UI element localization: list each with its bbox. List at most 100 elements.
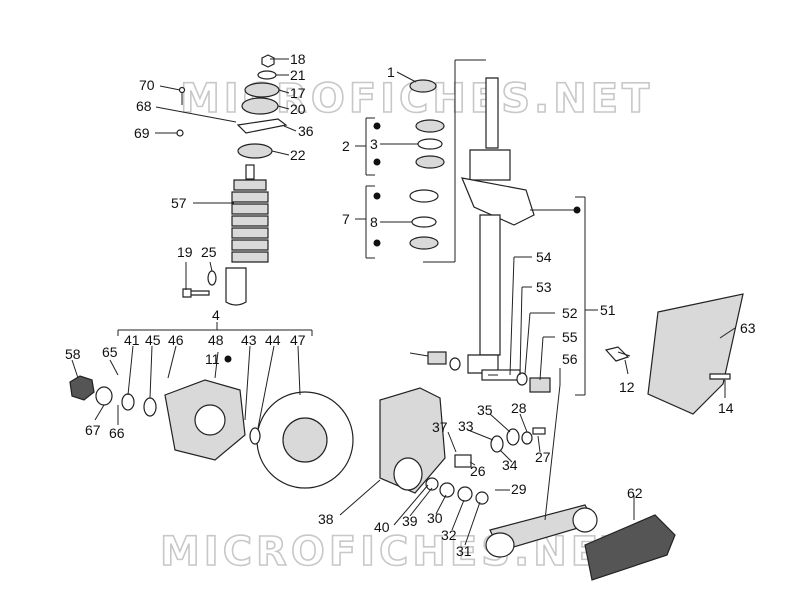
bearing-44 xyxy=(249,427,261,445)
bolt-19 xyxy=(182,288,210,298)
callout-62: 62 xyxy=(627,485,643,501)
bearing-67 xyxy=(95,386,113,406)
callout-2: 2 xyxy=(342,138,350,154)
washer-33 xyxy=(490,435,504,453)
callout-34: 34 xyxy=(502,457,518,473)
callout-1: 1 xyxy=(387,64,395,80)
callout-70: 70 xyxy=(139,77,155,93)
nut-69 xyxy=(176,129,184,137)
bolt-70-head xyxy=(178,86,186,94)
callout-17: 17 xyxy=(290,85,306,101)
screw-14 xyxy=(709,373,731,380)
callout-58: 58 xyxy=(65,346,81,362)
callout-7: 7 xyxy=(342,211,350,227)
callout-3: 3 xyxy=(370,136,378,152)
swingarm-eye-left xyxy=(485,532,515,558)
callout-53: 53 xyxy=(536,279,552,295)
callout-35: 35 xyxy=(477,402,493,418)
callout-44: 44 xyxy=(265,332,281,348)
bushing-55 xyxy=(529,377,551,393)
washer-21 xyxy=(257,70,277,80)
callout-52: 52 xyxy=(562,305,578,321)
bushing-17 xyxy=(244,82,280,98)
callout-18: 18 xyxy=(290,51,306,67)
callout-22: 22 xyxy=(290,147,306,163)
bracket-36 xyxy=(236,118,288,134)
spring-57 xyxy=(231,164,269,263)
callout-26: 26 xyxy=(470,463,486,479)
washer-39 xyxy=(425,477,439,491)
steering-column xyxy=(485,77,499,149)
callout-43: 43 xyxy=(241,332,257,348)
watermark-bottom: MICROFICHES.NET xyxy=(160,529,633,575)
callout-46: 46 xyxy=(168,332,184,348)
callout-45: 45 xyxy=(145,332,161,348)
brake-disc-center xyxy=(282,417,328,463)
washer-30 xyxy=(439,482,455,498)
caliper-and-swingarm xyxy=(379,387,676,581)
callout-66: 66 xyxy=(109,425,125,441)
callout-68: 68 xyxy=(136,98,152,114)
washer-31 xyxy=(475,491,489,505)
spacer-45 xyxy=(143,397,157,417)
cover-62 xyxy=(584,514,676,581)
callout-28: 28 xyxy=(511,400,527,416)
callout-29: 29 xyxy=(511,481,527,497)
nut-18 xyxy=(261,54,275,68)
callout-21: 21 xyxy=(290,67,306,83)
callout-40: 40 xyxy=(374,519,390,535)
washer-28 xyxy=(521,431,533,445)
callout-19: 19 xyxy=(177,244,193,260)
callout-11: 11 xyxy=(205,351,220,367)
callout-14: 14 xyxy=(718,400,734,416)
swingarm-eye-right xyxy=(572,507,598,533)
seal-41 xyxy=(121,393,135,411)
bolt-27 xyxy=(532,427,546,435)
bushing-20 xyxy=(241,97,279,115)
steering-head xyxy=(469,149,511,181)
washer-35 xyxy=(506,428,520,446)
callout-labels: 18 21 17 20 36 22 70 68 69 57 19 25 4 1 … xyxy=(65,51,756,559)
wheel-hub-group xyxy=(69,375,354,489)
callout-33: 33 xyxy=(458,418,474,434)
callout-27: 27 xyxy=(535,449,551,465)
callout-12: 12 xyxy=(619,379,635,395)
callout-54: 54 xyxy=(536,249,552,265)
callout-67: 67 xyxy=(85,422,101,438)
callout-25: 25 xyxy=(201,244,217,260)
callout-47: 47 xyxy=(290,332,306,348)
callout-38: 38 xyxy=(318,511,334,527)
washer-32 xyxy=(457,486,473,502)
bearing-lower-b xyxy=(409,236,439,250)
bullet-marks xyxy=(224,122,581,363)
clip-12 xyxy=(604,346,630,362)
callout-69: 69 xyxy=(134,125,150,141)
callout-63: 63 xyxy=(740,320,756,336)
fork-leg xyxy=(479,214,501,356)
cover-63-group xyxy=(604,293,744,415)
callout-65: 65 xyxy=(102,344,118,360)
callout-37: 37 xyxy=(432,419,448,435)
callout-20: 20 xyxy=(290,101,306,117)
axle-nut-58 xyxy=(69,375,95,401)
callout-51: 51 xyxy=(600,302,616,318)
washer-25 xyxy=(207,270,217,286)
callout-4: 4 xyxy=(212,307,220,323)
washer-52 xyxy=(516,372,528,386)
pin-26 xyxy=(454,454,472,468)
bearing-ring-3 xyxy=(417,138,443,150)
seal-left xyxy=(449,357,461,371)
cover-63 xyxy=(647,293,744,415)
shock-absorber-group xyxy=(176,54,288,306)
callout-8: 8 xyxy=(370,214,378,230)
bearing-upper-a xyxy=(415,119,445,133)
bearing-ring-8 xyxy=(411,216,437,228)
callout-32: 32 xyxy=(441,527,457,543)
callout-41: 41 xyxy=(124,332,140,348)
bearing-lower-a xyxy=(409,189,439,203)
callout-55: 55 xyxy=(562,329,578,345)
callout-31: 31 xyxy=(456,543,472,559)
pin-53 xyxy=(481,369,521,381)
steering-tube-51 xyxy=(427,77,551,393)
